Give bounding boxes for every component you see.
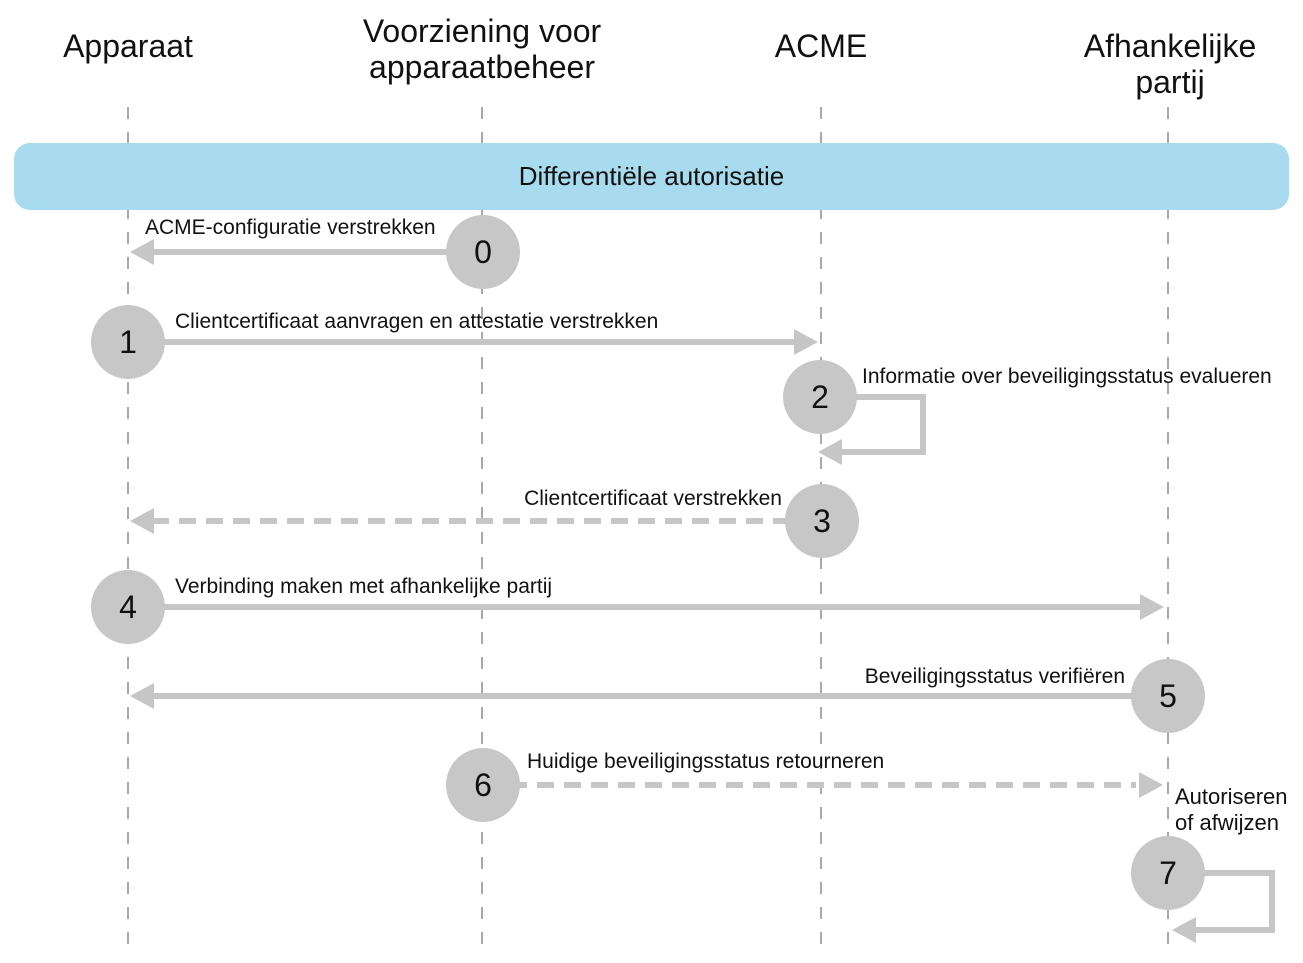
message-5-arrowhead-left-icon (130, 683, 154, 709)
message-4-number-circle: 4 (91, 570, 165, 644)
message-5-label: Beveiligingsstatus verifiëren (864, 665, 1125, 688)
message-3-label: Clientcertificaat verstrekken (524, 487, 782, 510)
message-0-number-circle: 0 (446, 215, 520, 289)
message-2-number-circle: 2 (783, 360, 857, 434)
message-6-arrowhead-right-icon (1139, 772, 1163, 798)
message-2-arrowhead-left-icon (818, 439, 842, 465)
message-7-arrowhead-left-icon (1172, 917, 1196, 943)
message-1-arrowhead-right-icon (794, 329, 818, 355)
message-0-label: ACME-configuratie verstrekken (145, 216, 436, 239)
message-1-number-circle: 1 (91, 305, 165, 379)
message-4-label: Verbinding maken met afhankelijke partij (175, 575, 553, 598)
message-6-number-circle: 6 (446, 748, 520, 822)
message-3-number-circle: 3 (785, 484, 859, 558)
message-4-line (128, 604, 1142, 610)
message-3-line (152, 518, 787, 524)
message-0-line (152, 249, 483, 255)
actor-header-afhankelijke-partij: Afhankelijke partij (1083, 28, 1257, 100)
actor-header-acme: ACME (774, 28, 868, 64)
message-4-arrowhead-right-icon (1140, 594, 1164, 620)
message-6-line (483, 782, 1136, 788)
message-6-label: Huidige beveiligingsstatus retourneren (527, 750, 885, 773)
message-5-number-circle: 5 (1131, 659, 1205, 733)
actor-header-voorziening: Voorziening voor apparaatbeheer (362, 13, 602, 85)
lifeline-voorziening (481, 107, 483, 948)
message-2-label: Informatie over beveiligingsstatus evalu… (862, 365, 1272, 388)
message-7-label: Autoriseren of afwijzen (1175, 784, 1288, 835)
lifeline-afhankelijke-partij (1167, 107, 1169, 948)
title-banner: Differentiële autorisatie (14, 143, 1289, 210)
message-7-number-circle: 7 (1131, 836, 1205, 910)
message-5-line (150, 693, 1168, 699)
message-0-arrowhead-left-icon (130, 239, 154, 265)
message-1-label: Clientcertificaat aanvragen en attestati… (175, 310, 659, 333)
lifeline-apparaat (127, 107, 129, 948)
actor-header-apparaat: Apparaat (63, 28, 193, 64)
message-7-self-loop (1172, 870, 1275, 943)
message-1-line (128, 339, 796, 345)
message-3-arrowhead-left-icon (130, 508, 154, 534)
message-2-self-loop (818, 394, 926, 465)
diagram-title: Differentiële autorisatie (518, 161, 785, 191)
